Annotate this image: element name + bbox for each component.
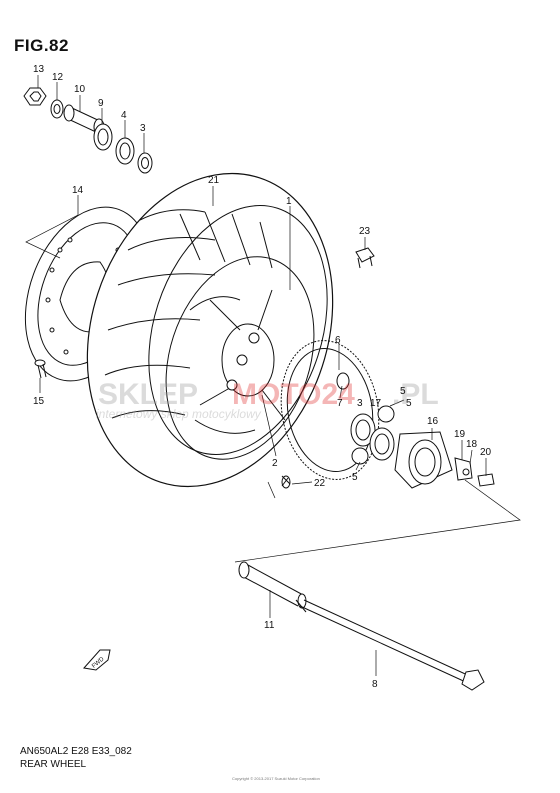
callout-10: 10: [74, 84, 86, 95]
callout-20: 20: [480, 447, 492, 458]
disc-bolt-part: [34, 359, 47, 379]
callout-13: 13: [33, 64, 45, 75]
callout-labels: 13 12 10 9 4 3 14 21 1 23 15 6 7 3 17 5 …: [33, 64, 492, 690]
figure-caption: REAR WHEEL: [20, 759, 87, 770]
rear-tire-part: [86, 172, 334, 488]
callout-16: 16: [427, 416, 439, 427]
callout-7: 7: [337, 398, 343, 409]
axle-nut-part: [23, 87, 47, 106]
sensor-ring-part: [280, 340, 380, 480]
callout-6: 6: [335, 335, 341, 346]
footer-copyright: Copyright © 2013-2017 Suzuki Motor Corpo…: [232, 776, 320, 781]
callout-12: 12: [52, 72, 64, 83]
callout-19: 19: [454, 429, 466, 440]
callout-5b: 5: [406, 398, 412, 409]
callout-15: 15: [33, 396, 45, 407]
watermark-brand-mid: MOTO24: [232, 378, 355, 411]
callout-21: 21: [208, 175, 220, 186]
callout-5a: 5: [400, 386, 406, 397]
bearing-part-small: [137, 152, 153, 174]
watermark-brand-left: SKLEP: [98, 378, 198, 411]
model-code: AN650AL2 E28 E33_082: [20, 746, 132, 757]
oil-seal-part: [93, 123, 113, 151]
callout-8: 8: [372, 679, 378, 690]
callout-1: 1: [286, 196, 292, 207]
wheel-rim-part: [165, 256, 315, 460]
callout-2: 2: [272, 458, 278, 469]
clip-part: [355, 247, 375, 269]
figure-title: FIG.82: [14, 36, 69, 55]
bearing-part: [115, 137, 135, 165]
axle-spacer-part: [238, 561, 307, 609]
axle-part: [295, 599, 485, 691]
callout-9: 9: [98, 98, 104, 109]
watermark: SKLEP MOTO24 .PL internetowy sklep motoc…: [96, 378, 439, 421]
wheel-damper-part: [226, 332, 260, 391]
callout-3b: 3: [357, 398, 363, 409]
watermark-tagline: internetowy sklep motocyklowy: [96, 407, 262, 421]
valve-part: [281, 475, 291, 489]
collar-part: [351, 405, 395, 465]
callout-3: 3: [140, 123, 146, 134]
watermark-brand-tld: .PL: [392, 378, 439, 411]
callout-18: 18: [466, 439, 478, 450]
callout-23: 23: [359, 226, 371, 237]
callout-17: 17: [370, 398, 382, 409]
callout-leaders: [25, 75, 521, 676]
washer-part: [50, 99, 64, 119]
drum-part: [394, 431, 453, 489]
callout-11: 11: [264, 620, 275, 631]
bracket-bolt-part: [477, 473, 495, 487]
forward-direction-marker: FWD: [83, 649, 111, 671]
callout-22: 22: [314, 478, 326, 489]
bracket-part: [454, 457, 473, 481]
callout-4: 4: [121, 110, 127, 121]
hub-bearing-part: [336, 372, 395, 461]
callout-5c: 5: [352, 472, 358, 483]
callout-14: 14: [72, 185, 84, 196]
